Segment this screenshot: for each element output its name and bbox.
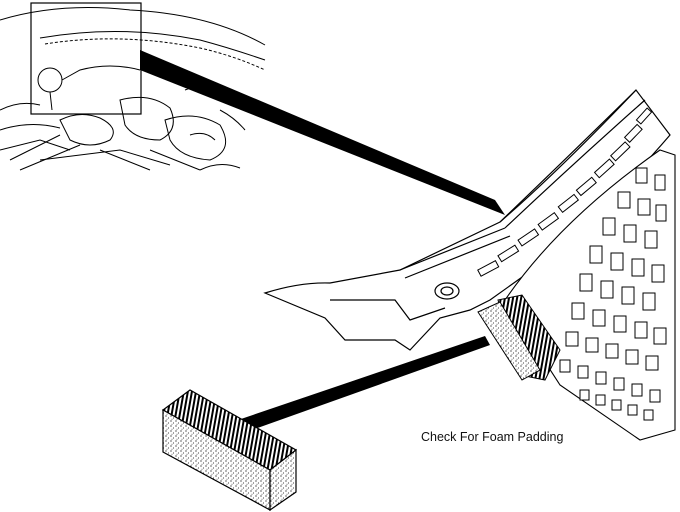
foam-padding-caption: Check For Foam Padding [421, 430, 564, 444]
callout-wedge-foam [238, 336, 490, 430]
foam-padding-block [161, 389, 298, 512]
cowl-vent-slots [477, 107, 653, 277]
grille-cells [559, 167, 667, 421]
inset-frame [30, 2, 142, 115]
vent-grille [504, 149, 676, 441]
callout-wedge-inset [140, 50, 505, 215]
foam-strip-end [477, 301, 541, 381]
